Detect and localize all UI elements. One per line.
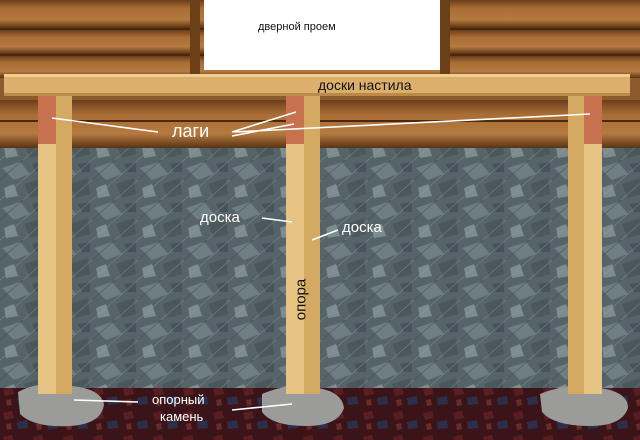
joist-end-right: [584, 96, 602, 144]
door-opening: [204, 0, 440, 70]
joist-end-left: [38, 96, 56, 144]
leader-stone-left: [73, 399, 139, 403]
post-left-board-a: [38, 96, 56, 394]
post-right-board-b: [584, 96, 602, 394]
label-support-stone-line2: камень: [160, 409, 204, 424]
label-joists: лаги: [172, 121, 210, 141]
label-support-stone-line1: опорный: [152, 392, 205, 407]
log-corner-left: [190, 0, 200, 78]
deck-board: [4, 74, 630, 96]
support-stones: [18, 384, 628, 427]
posts: [38, 96, 602, 394]
label-door-opening: дверной проем: [258, 21, 336, 33]
label-board-left: доска: [200, 209, 240, 226]
label-support: опора: [292, 278, 310, 321]
label-deck-boards: доски настила: [318, 77, 412, 93]
leader-lines: [51, 111, 591, 411]
joist-end-center: [286, 96, 304, 144]
support-stone-left: [18, 384, 104, 427]
leader-stone-center: [231, 403, 293, 411]
label-board-right: доска: [342, 219, 382, 236]
leader-joist-left: [51, 117, 159, 133]
post-right-board-a: [568, 96, 584, 394]
leader-joist-center-a: [231, 111, 297, 133]
leader-board-right: [311, 229, 339, 241]
post-left-board-b: [56, 96, 72, 394]
log-corner-right: [440, 0, 450, 78]
leader-joist-right: [233, 113, 591, 133]
leader-board-left: [261, 217, 293, 223]
support-stone-center: [262, 386, 344, 426]
post-center-board-b: [304, 96, 320, 394]
support-stone-right: [540, 386, 628, 426]
post-center-board-a: [286, 96, 304, 394]
